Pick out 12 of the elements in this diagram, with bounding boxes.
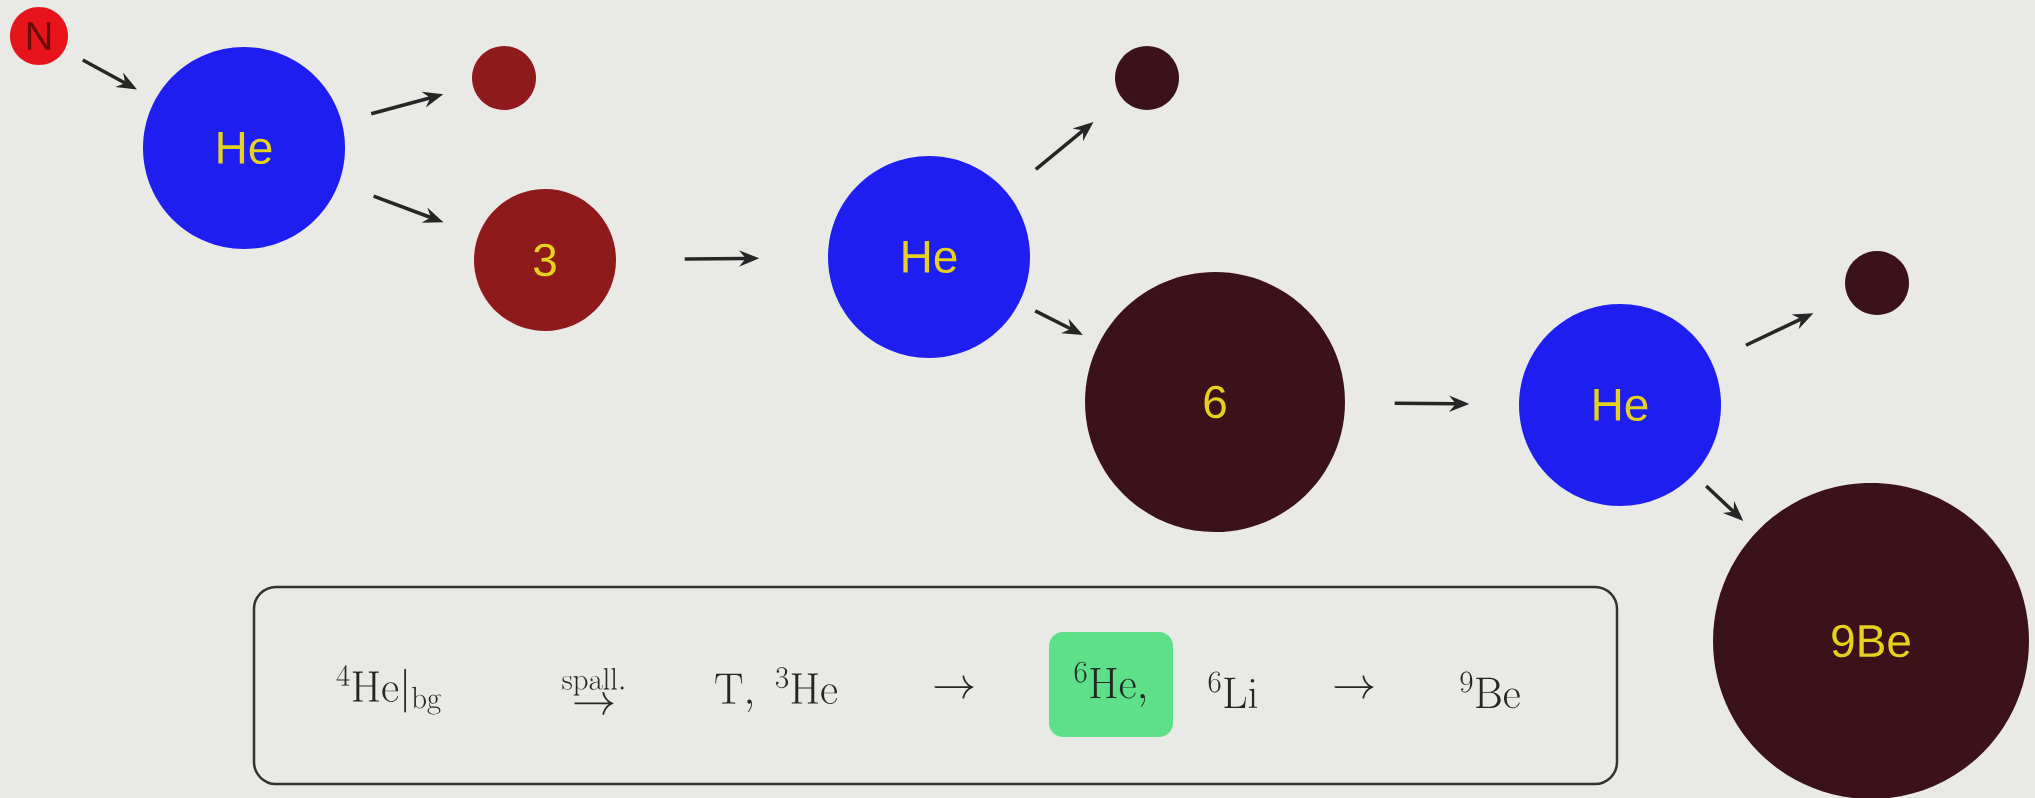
formula-text: $^{4}\mathrm{He}|_{\mathrm{bg}}$ — [336, 665, 441, 715]
particle-circle — [1115, 46, 1179, 110]
formula-text: $^{9}\mathrm{Be}$ — [1460, 671, 1520, 709]
formula-box — [252, 585, 1619, 786]
particle-circle — [472, 46, 536, 110]
particle-circle — [1845, 251, 1909, 315]
formula-text: $\rightarrow$ — [934, 675, 974, 699]
formula-text: $^{6}\mathrm{Li}$ — [1208, 671, 1257, 708]
formula-text: $\overset{\mathrm{spall.}}{\rightarrow}$ — [562, 668, 624, 715]
highlight-box: $^{6}\mathrm{He},$ — [1049, 632, 1173, 737]
formula-text: $\rightarrow$ — [1334, 675, 1374, 699]
formula-text: $\mathrm{T},\ ^{3}\mathrm{He}$ — [715, 667, 837, 713]
